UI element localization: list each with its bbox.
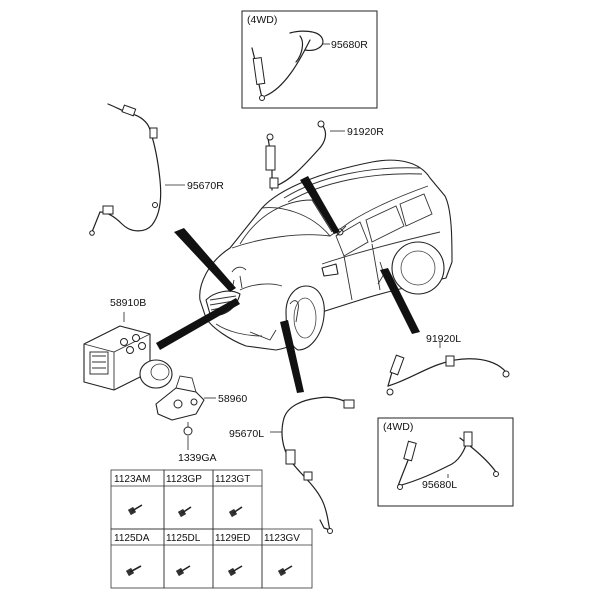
label-91920R: 91920R <box>347 126 384 138</box>
sensor-cable-95680R <box>251 30 324 101</box>
fastener-1125DL: 1125DL <box>166 533 201 544</box>
sensor-cable-95670R <box>89 103 162 236</box>
pointer-91920R <box>300 176 340 234</box>
sensor-cable-95670L <box>281 396 355 534</box>
pointer-91920L <box>380 268 420 334</box>
box-title-4wd-left: (4WD) <box>383 421 413 433</box>
sensor-cable-95680L <box>397 431 499 490</box>
fastener-1129ED: 1129ED <box>215 533 250 544</box>
bolt-icon <box>177 506 192 518</box>
label-91920L: 91920L <box>426 333 461 345</box>
fastener-1123GT: 1123GT <box>215 474 250 485</box>
label-95670L: 95670L <box>229 428 264 440</box>
bolt-icon <box>127 504 143 516</box>
bolt-icon <box>175 565 191 577</box>
cable-91920R <box>265 120 327 191</box>
pointer-arrows <box>156 176 420 393</box>
fastener-1123GV: 1123GV <box>264 533 300 544</box>
box-title-4wd-right: (4WD) <box>247 14 277 26</box>
label-95670R: 95670R <box>187 180 224 192</box>
label-58960: 58960 <box>218 393 247 405</box>
bolt-1339GA <box>183 422 193 436</box>
fastener-1123GP: 1123GP <box>166 474 202 485</box>
fastener-1123AM: 1123AM <box>114 474 151 485</box>
bolt-icon <box>125 565 142 577</box>
detail-box-4wd-right: (4WD) 95680R <box>241 10 378 109</box>
detail-box-4wd-left: (4WD) 95680L <box>377 417 514 507</box>
label-95680L: 95680L <box>422 479 457 491</box>
label-58910B: 58910B <box>110 297 146 309</box>
bolt-icon <box>227 565 243 577</box>
pointer-95670L <box>280 320 304 393</box>
label-95680R: 95680R <box>331 39 368 51</box>
bolt-icon <box>277 565 293 577</box>
bolt-icon <box>228 506 243 518</box>
bracket-58960 <box>155 375 205 421</box>
fastener-1125DA: 1125DA <box>114 533 150 544</box>
pointer-95670R <box>174 228 236 292</box>
abs-module-58910B <box>83 325 173 391</box>
label-1339GA: 1339GA <box>178 452 217 464</box>
vehicle-suv <box>199 159 453 351</box>
pointer-58910B <box>156 298 240 350</box>
cable-91920L <box>386 354 510 396</box>
fastener-table: 1123AM 1123GP 1123GT 1125DA 1125DL 1129E… <box>110 469 313 589</box>
